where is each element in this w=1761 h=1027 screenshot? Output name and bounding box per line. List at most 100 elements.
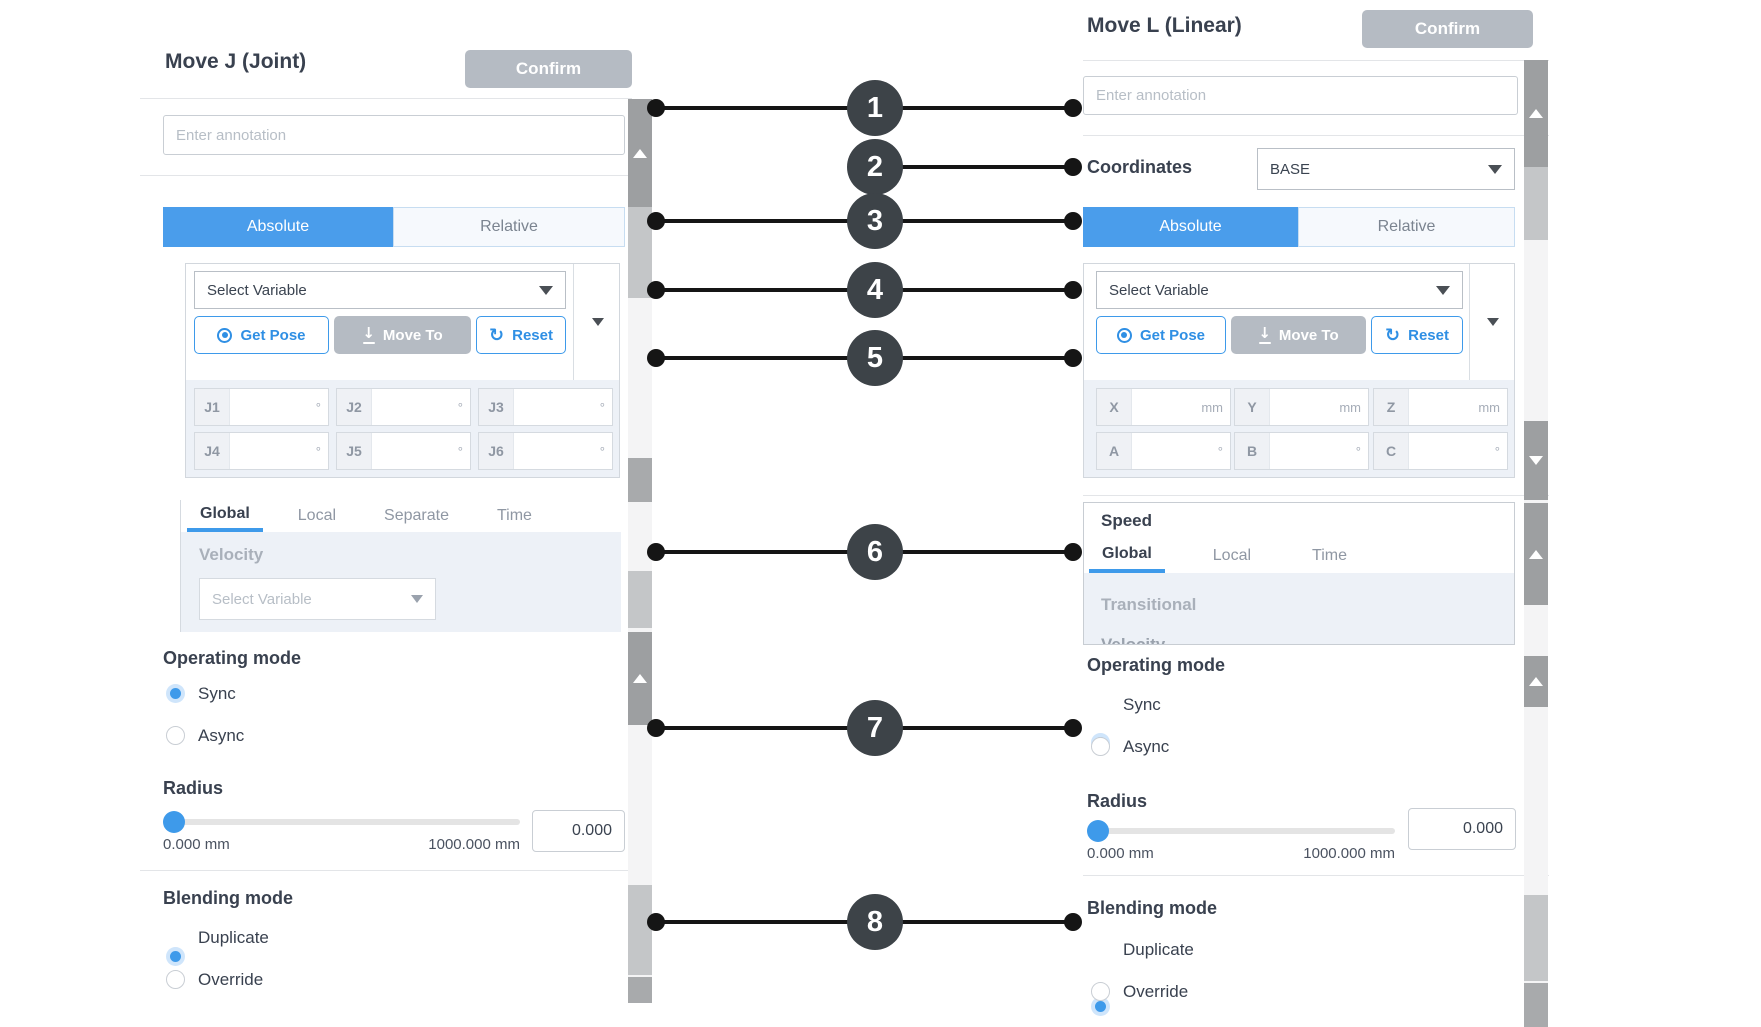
right-speed-content: Transitional Velocity — [1084, 573, 1514, 644]
left-variable-expander[interactable] — [573, 264, 621, 380]
left-speed-tabs: Global Local Separate Time — [181, 500, 621, 532]
left-radio-sync[interactable] — [166, 684, 185, 703]
left-speed-tab-time[interactable]: Time — [496, 507, 532, 524]
right-reset-button[interactable]: ↻ Reset — [1371, 316, 1463, 354]
field-unit: ° — [457, 399, 463, 415]
axis-field-x[interactable]: X mm — [1096, 388, 1231, 426]
left-reset-button[interactable]: ↻ Reset — [476, 316, 566, 354]
left-radio-override[interactable] — [166, 970, 185, 989]
right-speed-tab-time[interactable]: Time — [1312, 547, 1347, 564]
left-scrollbar-thumb[interactable] — [628, 571, 652, 628]
joint-field-j4[interactable]: J4 ° — [194, 432, 329, 470]
right-speed-tab-local[interactable]: Local — [1212, 547, 1252, 564]
left-scrollbar-segment[interactable] — [628, 977, 652, 1003]
chevron-down-icon — [1488, 164, 1502, 174]
joint-field-j1[interactable]: J1 ° — [194, 388, 329, 426]
left-joint-grid: J1 ° J2 ° J3 ° J4 ° J5 ° J6 ° — [186, 380, 619, 477]
left-velocity-select[interactable]: Select Variable — [199, 578, 436, 620]
coordinates-label: Coordinates — [1087, 157, 1193, 177]
field-label: B — [1235, 433, 1270, 469]
field-label: J1 — [195, 389, 230, 425]
joint-field-j2[interactable]: J2 ° — [336, 388, 471, 426]
callout-3: 3 — [847, 193, 903, 249]
left-speed-tab-global[interactable]: Global — [187, 500, 263, 532]
left-tab-absolute[interactable]: Absolute — [163, 207, 393, 247]
callout-dot — [1064, 543, 1082, 561]
left-blending-mode-title: Blending mode — [163, 888, 293, 908]
left-scrollbar-up-button[interactable] — [628, 99, 652, 207]
field-label: J4 — [195, 433, 230, 469]
callout-dot — [647, 212, 665, 230]
left-radius-slider-handle[interactable] — [163, 811, 185, 833]
left-speed-block: Global Local Separate Time Velocity Sele… — [180, 500, 621, 632]
axis-field-c[interactable]: C ° — [1373, 432, 1508, 470]
left-variable-select[interactable]: Select Variable — [194, 271, 566, 309]
right-mode-tabs: Absolute Relative — [1083, 207, 1515, 247]
move-to-label: Move To — [1278, 326, 1339, 344]
get-pose-icon — [1116, 327, 1132, 343]
right-scrollbar-up-button[interactable] — [1524, 503, 1548, 605]
coordinates-select[interactable]: BASE — [1257, 148, 1515, 190]
axis-field-a[interactable]: A ° — [1096, 432, 1231, 470]
left-radius-value-input[interactable] — [532, 810, 625, 852]
get-pose-icon — [217, 327, 233, 343]
right-scrollbar-thumb[interactable] — [1524, 895, 1548, 981]
right-scrollbar-up-button[interactable] — [1524, 656, 1548, 707]
right-move-to-button[interactable]: ↓ Move To — [1231, 316, 1366, 354]
left-annotation-input[interactable] — [163, 115, 625, 155]
callout-dot — [1064, 913, 1082, 931]
right-radio-override[interactable] — [1091, 982, 1110, 1001]
left-tab-relative[interactable]: Relative — [393, 207, 625, 247]
right-variable-select[interactable]: Select Variable — [1096, 271, 1463, 309]
left-scrollbar-up-button[interactable] — [628, 632, 652, 725]
field-label: J2 — [337, 389, 372, 425]
callout-7: 7 — [847, 700, 903, 756]
right-axes-grid: X mm Y mm Z mm A ° B ° C ° — [1084, 380, 1514, 477]
right-speed-tabs: Global Local Time — [1089, 539, 1360, 573]
right-radius-slider-handle[interactable] — [1087, 820, 1109, 842]
field-unit: ° — [315, 399, 321, 415]
axis-field-y[interactable]: Y mm — [1234, 388, 1369, 426]
left-speed-content: Velocity Select Variable — [181, 532, 621, 632]
field-unit: mm — [1478, 399, 1500, 415]
left-radius-slider-track[interactable] — [163, 819, 520, 825]
right-speed-tab-global[interactable]: Global — [1089, 539, 1165, 573]
callout-dot — [647, 99, 665, 117]
left-speed-tab-local[interactable]: Local — [297, 507, 337, 524]
joint-field-j3[interactable]: J3 ° — [478, 388, 613, 426]
left-operating-mode-title: Operating mode — [163, 648, 302, 668]
left-scrollbar-thumb[interactable] — [628, 885, 652, 975]
right-tab-relative[interactable]: Relative — [1298, 207, 1515, 247]
right-radio-async[interactable] — [1091, 737, 1110, 756]
left-speed-tab-separate[interactable]: Separate — [384, 507, 449, 524]
right-tab-absolute[interactable]: Absolute — [1083, 207, 1298, 247]
right-radius-slider-track[interactable] — [1087, 828, 1395, 834]
joint-field-j6[interactable]: J6 ° — [478, 432, 613, 470]
right-radius-value-input[interactable] — [1408, 808, 1516, 850]
velocity-label: Velocity — [199, 545, 264, 564]
right-annotation-input[interactable] — [1083, 76, 1518, 115]
right-scrollbar-segment[interactable] — [1524, 983, 1548, 1027]
right-panel-title: Move L (Linear) — [1087, 14, 1242, 37]
left-radio-duplicate[interactable] — [166, 947, 185, 966]
axis-field-z[interactable]: Z mm — [1373, 388, 1508, 426]
callout-dot — [1064, 99, 1082, 117]
left-confirm-button[interactable]: Confirm — [465, 50, 632, 88]
field-unit: mm — [1201, 399, 1223, 415]
joint-field-j5[interactable]: J5 ° — [336, 432, 471, 470]
left-scrollbar-segment[interactable] — [628, 458, 652, 502]
right-radio-duplicate[interactable] — [1091, 997, 1110, 1016]
right-scrollbar-thumb[interactable] — [1524, 167, 1548, 240]
left-radio-async[interactable] — [166, 726, 185, 745]
chevron-down-icon — [591, 318, 604, 326]
field-label: Z — [1374, 389, 1409, 425]
axis-field-b[interactable]: B ° — [1234, 432, 1369, 470]
right-confirm-button[interactable]: Confirm — [1362, 10, 1533, 48]
left-move-to-button[interactable]: ↓ Move To — [334, 316, 471, 354]
right-get-pose-button[interactable]: Get Pose — [1096, 316, 1226, 354]
right-scrollbar-up-button[interactable] — [1524, 60, 1548, 167]
right-variable-expander[interactable] — [1469, 264, 1515, 380]
left-get-pose-button[interactable]: Get Pose — [194, 316, 329, 354]
right-scrollbar-down-button[interactable] — [1524, 421, 1548, 500]
